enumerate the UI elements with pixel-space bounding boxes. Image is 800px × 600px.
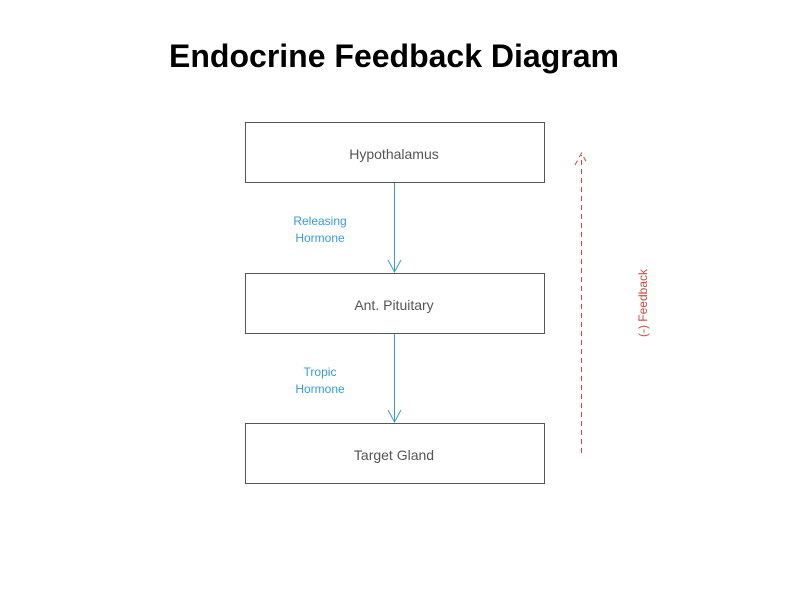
edge-releasing-hormone: Releasing Hormone — [293, 183, 402, 274]
node-ant-pituitary: Ant. Pituitary — [245, 273, 545, 334]
feedback-label: (-) Feedback — [636, 268, 650, 337]
node-hypothalamus-label: Hypothalamus — [349, 146, 439, 162]
node-ant-pituitary-label: Ant. Pituitary — [354, 297, 433, 313]
node-target-gland-label: Target Gland — [354, 447, 434, 463]
edge-tropic-hormone-label-line-1: Tropic — [304, 365, 337, 379]
node-hypothalamus-box — [245, 122, 545, 183]
arrow-up-icon — [574, 151, 589, 166]
edge-tropic-hormone-label-line-2: Hormone — [295, 382, 345, 396]
node-target-gland-box — [245, 423, 545, 484]
edge-releasing-hormone-label-line-2: Hormone — [295, 231, 345, 245]
arrow-down-icon — [387, 409, 402, 424]
feedback-loop: (-) Feedback — [574, 151, 650, 453]
arrow-down-icon — [387, 259, 402, 274]
edge-releasing-hormone-label-line-1: Releasing — [293, 214, 346, 228]
diagram-title: Endocrine Feedback Diagram — [169, 38, 619, 74]
node-ant-pituitary-box — [245, 273, 545, 334]
node-target-gland: Target Gland — [245, 423, 545, 484]
edge-tropic-hormone: Tropic Hormone — [295, 334, 402, 424]
node-hypothalamus: Hypothalamus — [245, 122, 545, 183]
